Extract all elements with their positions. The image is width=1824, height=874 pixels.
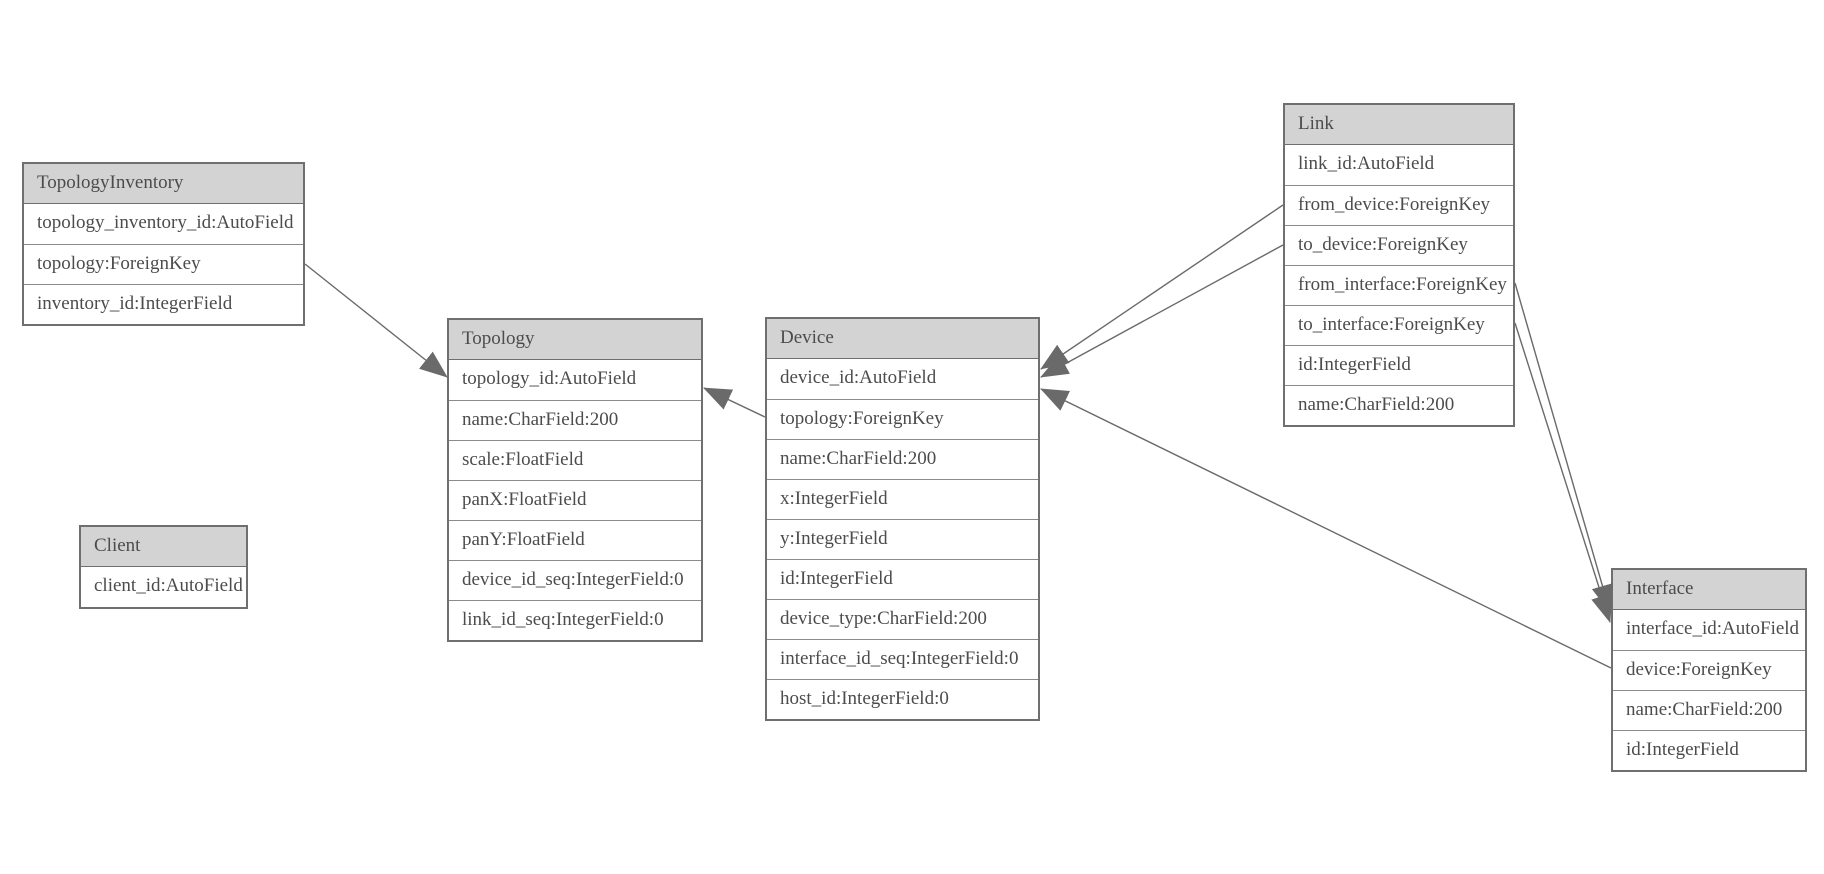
entity-field-row: interface_id_seq:IntegerField:0 (767, 639, 1038, 679)
entity-field-row: to_device:ForeignKey (1285, 225, 1513, 265)
edge-TopologyInventory.topology-to-Topology.topology_id (304, 263, 448, 378)
entity-field-row: name:CharField:200 (1613, 690, 1805, 730)
entity-field-row: to_interface:ForeignKey (1285, 305, 1513, 345)
edge-Device.topology-to-Topology.topology_id (703, 387, 766, 418)
entity-field-row: id:IntegerField (1613, 730, 1805, 770)
entity-field-row: host_id:IntegerField:0 (767, 679, 1038, 719)
edge-Link.from_device-to-Device.device_id (1040, 204, 1284, 370)
entity-field-row: link_id:AutoField (1285, 145, 1513, 185)
entity-title: Client (81, 527, 246, 567)
entity-title: Topology (449, 320, 701, 360)
entity-title: TopologyInventory (24, 164, 303, 204)
entity-field-row: topology_id:AutoField (449, 360, 701, 400)
entity-field-row: name:CharField:200 (449, 400, 701, 440)
entity-field-row: topology:ForeignKey (767, 399, 1038, 439)
entity-title: Interface (1613, 570, 1805, 610)
entity-field-row: device_id:AutoField (767, 359, 1038, 399)
edge-Link.from_interface-to-Interface.interface_id (1514, 282, 1614, 613)
entity-field-row: scale:FloatField (449, 440, 701, 480)
entity-field-row: inventory_id:IntegerField (24, 284, 303, 324)
entity-field-row: panY:FloatField (449, 520, 701, 560)
entity-field-row: x:IntegerField (767, 479, 1038, 519)
entity-field-row: client_id:AutoField (81, 567, 246, 607)
entity-field-row: id:IntegerField (767, 559, 1038, 599)
entity-field-row: device_type:CharField:200 (767, 599, 1038, 639)
edge-Interface.device-to-Device.device_id (1040, 388, 1612, 669)
entity-field-row: topology:ForeignKey (24, 244, 303, 284)
entity-field-row: topology_inventory_id:AutoField (24, 204, 303, 244)
edge-Link.to_device-to-Device.device_id (1040, 244, 1284, 378)
entity-field-row: y:IntegerField (767, 519, 1038, 559)
entity-field-row: id:IntegerField (1285, 345, 1513, 385)
entity-field-row: link_id_seq:IntegerField:0 (449, 600, 701, 640)
entity-field-row: panX:FloatField (449, 480, 701, 520)
entity-field-row: device_id_seq:IntegerField:0 (449, 560, 701, 600)
entity-field-row: name:CharField:200 (1285, 385, 1513, 425)
edge-Link.to_interface-to-Interface.interface_id (1514, 322, 1613, 623)
entity-title: Link (1285, 105, 1513, 145)
entity-field-row: from_device:ForeignKey (1285, 185, 1513, 225)
entity-field-row: device:ForeignKey (1613, 650, 1805, 690)
entity-field-row: from_interface:ForeignKey (1285, 265, 1513, 305)
entity-field-row: name:CharField:200 (767, 439, 1038, 479)
entity-title: Device (767, 319, 1038, 359)
entity-field-row: interface_id:AutoField (1613, 610, 1805, 650)
